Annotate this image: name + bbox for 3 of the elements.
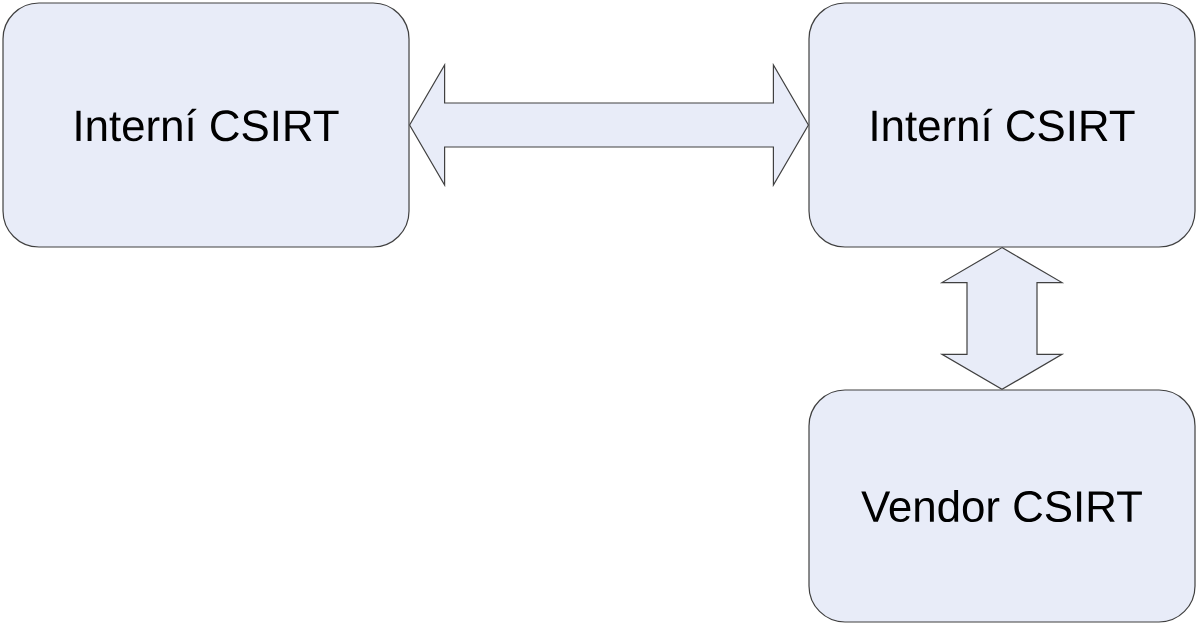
process-box: Vendor CSIRT bbox=[808, 389, 1196, 623]
process-box: Interní CSIRT bbox=[2, 2, 410, 248]
process-box: Interní CSIRT bbox=[808, 2, 1196, 248]
